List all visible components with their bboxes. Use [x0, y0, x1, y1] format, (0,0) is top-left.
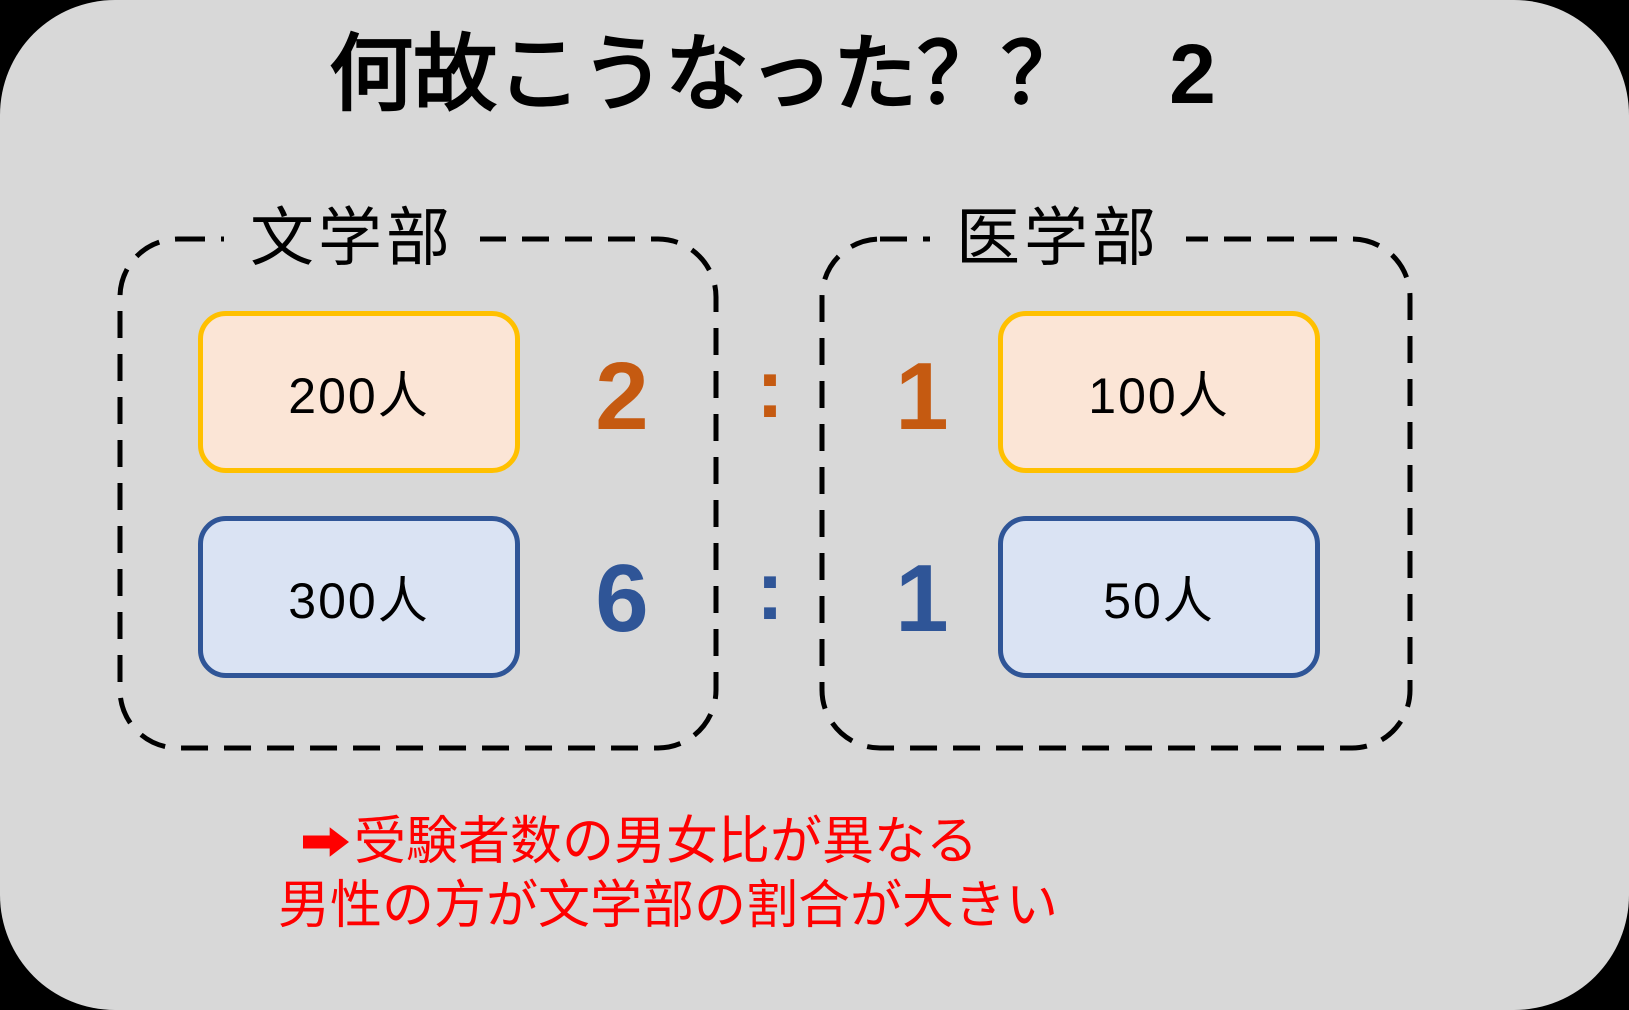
ratio-bottom-separator: : [756, 543, 784, 637]
count-box-medicine-orange: 100人 [998, 311, 1320, 473]
right-arrow-icon [303, 827, 349, 857]
group-label-medicine: 医学部 [930, 187, 1186, 279]
count-value: 50人 [1103, 573, 1215, 629]
ratio-bottom-right-value: 1 [895, 545, 949, 652]
ratio-top-left-value: 2 [595, 343, 649, 450]
note-block: 受験者数の男女比が異なる 男性の方が文学部の割合が大きい [278, 810, 1058, 938]
note-line1-text: 受験者数の男女比が異なる [354, 813, 979, 871]
note-line-1: 受験者数の男女比が異なる [278, 810, 1058, 874]
count-value: 200人 [288, 368, 430, 424]
count-box-letters-blue: 300人 [198, 516, 520, 678]
group-label-letters: 文学部 [224, 187, 480, 279]
ratio-top-separator: : [756, 341, 784, 435]
ratio-top-right-value: 1 [895, 343, 949, 450]
ratio-bottom-left-value: 6 [595, 545, 649, 652]
count-box-letters-orange: 200人 [198, 311, 520, 473]
note-line2-text: 男性の方が文学部の割合が大きい [278, 877, 1059, 935]
count-box-medicine-blue: 50人 [998, 516, 1320, 678]
page-title: 何故こうなった？？ 2 [329, 27, 1216, 121]
count-value: 100人 [1088, 368, 1230, 424]
count-value: 300人 [288, 573, 430, 629]
